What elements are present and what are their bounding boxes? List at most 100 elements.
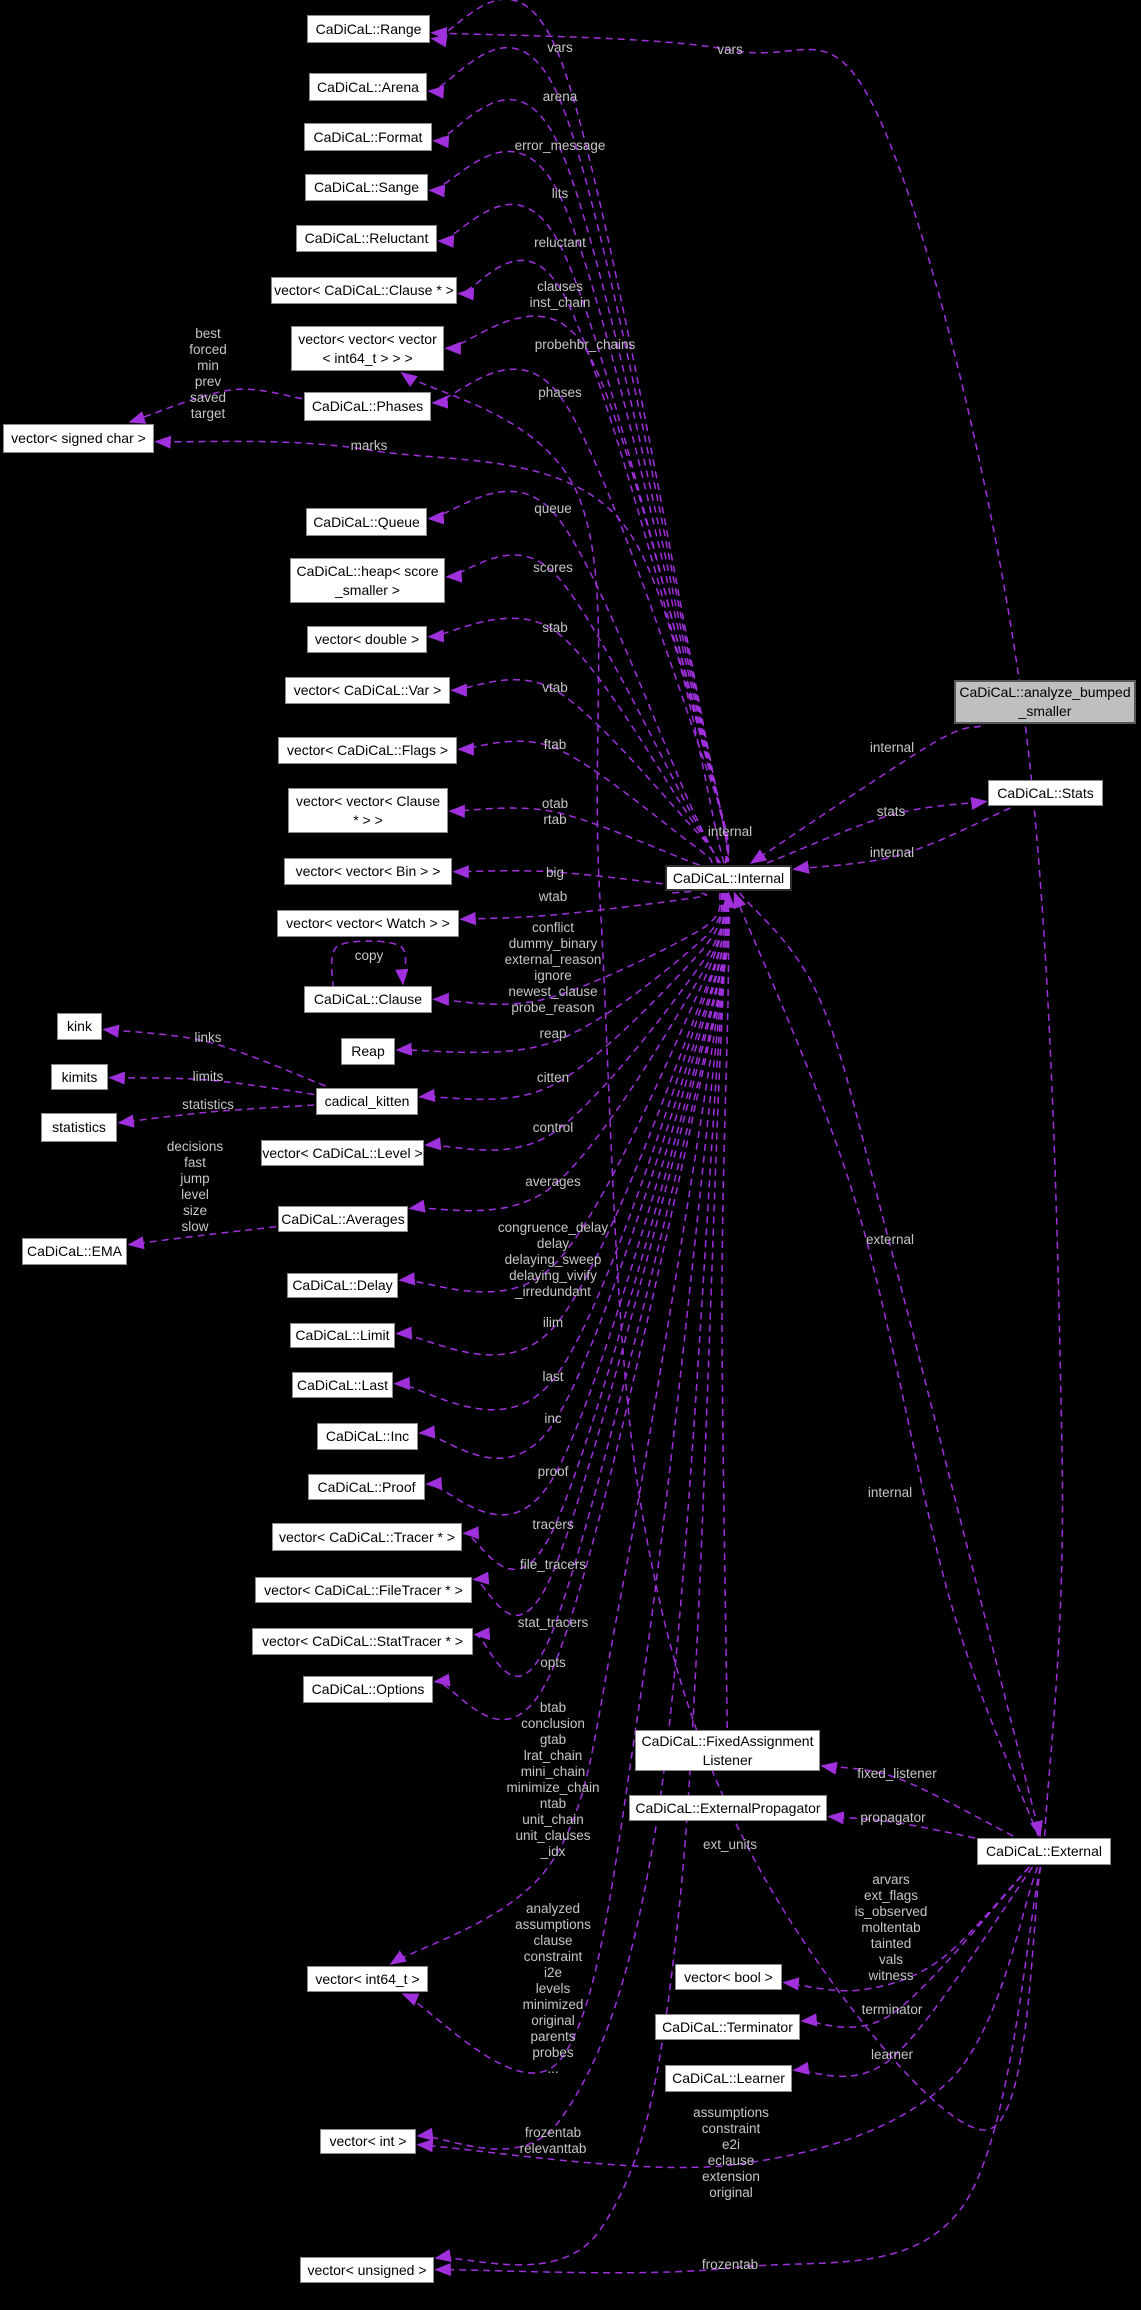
node-kink[interactable]: kink (57, 1013, 102, 1040)
node-vec_vec_bin[interactable]: vector< vector< Bin > > (284, 858, 452, 885)
edge-internal-clause_box-conflict_block (432, 892, 721, 1006)
node-options[interactable]: CaDiCaL::Options (303, 1676, 433, 1703)
edge-kitten-stats_small-statistics (117, 1104, 315, 1128)
node-reluctant[interactable]: CaDiCaL::Reluctant (296, 225, 437, 252)
node-vec_bool[interactable]: vector< bool > (675, 1964, 782, 1990)
edge-label-marks: marks (350, 438, 388, 453)
node-internal[interactable]: CaDiCaL::Internal (665, 865, 792, 891)
edge-internal-vec_vec_bin-big (452, 865, 698, 894)
node-last[interactable]: CaDiCaL::Last (292, 1372, 393, 1398)
node-vec_double[interactable]: vector< double > (307, 626, 427, 653)
edge-label-vars_ext: vars (717, 42, 743, 57)
node-label: CaDiCaL::ExternalPropagator (635, 1799, 821, 1816)
node-vec_clause_ptr[interactable]: vector< CaDiCaL::Clause * > (271, 277, 457, 304)
node-limit[interactable]: CaDiCaL::Limit (290, 1323, 395, 1348)
node-vec_level[interactable]: vector< CaDiCaL::Level > (261, 1140, 424, 1166)
edge-label-learner: learner (870, 2047, 914, 2062)
node-phases[interactable]: CaDiCaL::Phases (304, 392, 431, 421)
node-kimits[interactable]: kimits (51, 1064, 108, 1090)
edge-internal-vec_vec_clause-otab_rtab (448, 804, 703, 867)
node-heap[interactable]: CaDiCaL::heap< score _smaller > (290, 558, 445, 603)
edge-label-arvars_block: arvars ext_flags is_observed moltentab t… (854, 1872, 928, 1983)
node-terminator[interactable]: CaDiCaL::Terminator (655, 2014, 800, 2040)
edge-label-opts: opts (540, 1655, 566, 1670)
node-label: CaDiCaL::Phases (311, 398, 424, 414)
edge-internal-options-opts (433, 892, 731, 1721)
node-label: vector< signed char > (11, 430, 146, 446)
node-range[interactable]: CaDiCaL::Range (307, 15, 430, 43)
edge-label-internal_ext: internal (867, 1485, 913, 1500)
node-vec_vec_watch[interactable]: vector< vector< Watch > > (277, 910, 459, 937)
node-vec_flags[interactable]: vector< CaDiCaL::Flags > (278, 737, 457, 764)
node-proof[interactable]: CaDiCaL::Proof (308, 1474, 425, 1500)
edge-label-phases: phases (538, 385, 582, 400)
node-label: vector< vector< Bin > > (295, 863, 441, 879)
node-format[interactable]: CaDiCaL::Format (304, 123, 432, 151)
node-ema[interactable]: CaDiCaL::EMA (22, 1238, 127, 1265)
node-label: vector< CaDiCaL::StatTracer * > (261, 1633, 463, 1649)
edge-external-learner-learner (792, 1866, 1034, 2078)
edge-fixedlistener-internal-internal_top (721, 891, 736, 1729)
node-reap_box[interactable]: Reap (341, 1038, 395, 1065)
edge-external-internal-internal_ext (733, 891, 1039, 1837)
node-vec_int[interactable]: vector< int > (320, 2129, 416, 2154)
edge-internal-queue-queue (427, 490, 722, 864)
node-vec_var[interactable]: vector< CaDiCaL::Var > (285, 677, 450, 704)
node-extprop[interactable]: CaDiCaL::ExternalPropagator (629, 1795, 827, 1821)
edge-internal-delay-congruence_block (398, 892, 726, 1293)
node-stats[interactable]: CaDiCaL::Stats (988, 780, 1103, 806)
node-label: CaDiCaL::Clause (313, 991, 423, 1007)
node-label: CaDiCaL::analyze_bumped _smaller (959, 684, 1131, 719)
node-label: vector< CaDiCaL::Tracer * > (278, 1528, 456, 1545)
node-arena[interactable]: CaDiCaL::Arena (309, 73, 427, 101)
node-label: CaDiCaL::Last (296, 1376, 389, 1393)
node-clause_box[interactable]: CaDiCaL::Clause (304, 986, 432, 1013)
node-external[interactable]: CaDiCaL::External (977, 1838, 1111, 1865)
edge-internal-proof-proof (425, 892, 728, 1516)
node-label: CaDiCaL::Limit (295, 1327, 390, 1343)
edge-external-vec_vec_vec_int64-ext_units (400, 372, 1042, 2131)
edge-label-propagator: propagator (860, 1810, 926, 1825)
node-stats_small[interactable]: statistics (41, 1113, 117, 1142)
node-vec_signed_char[interactable]: vector< signed char > (3, 424, 154, 453)
node-kitten[interactable]: cadical_kitten (316, 1088, 418, 1115)
edge-external-terminator-terminator (800, 1866, 1031, 2028)
node-vec_unsigned[interactable]: vector< unsigned > (300, 2257, 434, 2283)
edge-internal-format-error_message (432, 99, 730, 864)
edge-label-inc: inc (544, 1411, 562, 1426)
edge-label-otab_rtab: otab rtab (541, 796, 569, 827)
node-label: CaDiCaL::Averages (281, 1210, 405, 1227)
edge-internal-vec_flags-ftab (457, 740, 713, 864)
edge-stats-internal-internal_stats (792, 807, 1011, 874)
edge-label-congruence_block: congruence_delay delay delaying_sweep de… (497, 1220, 609, 1299)
node-sange[interactable]: CaDiCaL::Sange (305, 174, 428, 201)
node-fixedlistener[interactable]: CaDiCaL::FixedAssignment Listener (635, 1730, 820, 1771)
node-vec_stattracer[interactable]: vector< CaDiCaL::StatTracer * > (252, 1628, 473, 1655)
node-label: vector< double > (314, 631, 420, 647)
node-vec_tracer[interactable]: vector< CaDiCaL::Tracer * > (272, 1523, 462, 1551)
edge-label-ilim: ilim (542, 1315, 564, 1330)
node-vec_filetracer[interactable]: vector< CaDiCaL::FileTracer * > (255, 1577, 472, 1603)
edge-averages-ema-decisions_block (127, 1226, 277, 1250)
node-label: CaDiCaL::Options (311, 1681, 425, 1697)
node-averages[interactable]: CaDiCaL::Averages (278, 1206, 408, 1232)
node-label: CaDiCaL::Terminator (662, 2018, 793, 2035)
node-label: CaDiCaL::Proof (317, 1478, 416, 1495)
node-inc[interactable]: CaDiCaL::Inc (317, 1423, 418, 1450)
edge-label-last: last (542, 1369, 564, 1384)
edge-kitten-kimits-limits (108, 1071, 315, 1096)
node-label: CaDiCaL::Stats (997, 784, 1094, 801)
node-queue[interactable]: CaDiCaL::Queue (306, 508, 427, 536)
edge-label-frozentab_relevanttab: frozentab relevanttab (519, 2125, 587, 2156)
node-learner[interactable]: CaDiCaL::Learner (665, 2065, 792, 2092)
node-label: statistics (52, 1119, 106, 1135)
node-vec_vec_clause[interactable]: vector< vector< Clause * > > (288, 788, 448, 833)
node-label: CaDiCaL::Reluctant (304, 230, 429, 246)
edge-internal-vec_tracer-tracers (462, 892, 729, 1571)
node-vec_vec_vec_int64[interactable]: vector< vector< vector < int64_t > > > (291, 326, 444, 371)
node-label: vector< int > (329, 2133, 407, 2149)
node-vec_int64[interactable]: vector< int64_t > (307, 1966, 428, 1992)
node-label: CaDiCaL::EMA (27, 1243, 122, 1259)
node-delay[interactable]: CaDiCaL::Delay (287, 1273, 398, 1298)
